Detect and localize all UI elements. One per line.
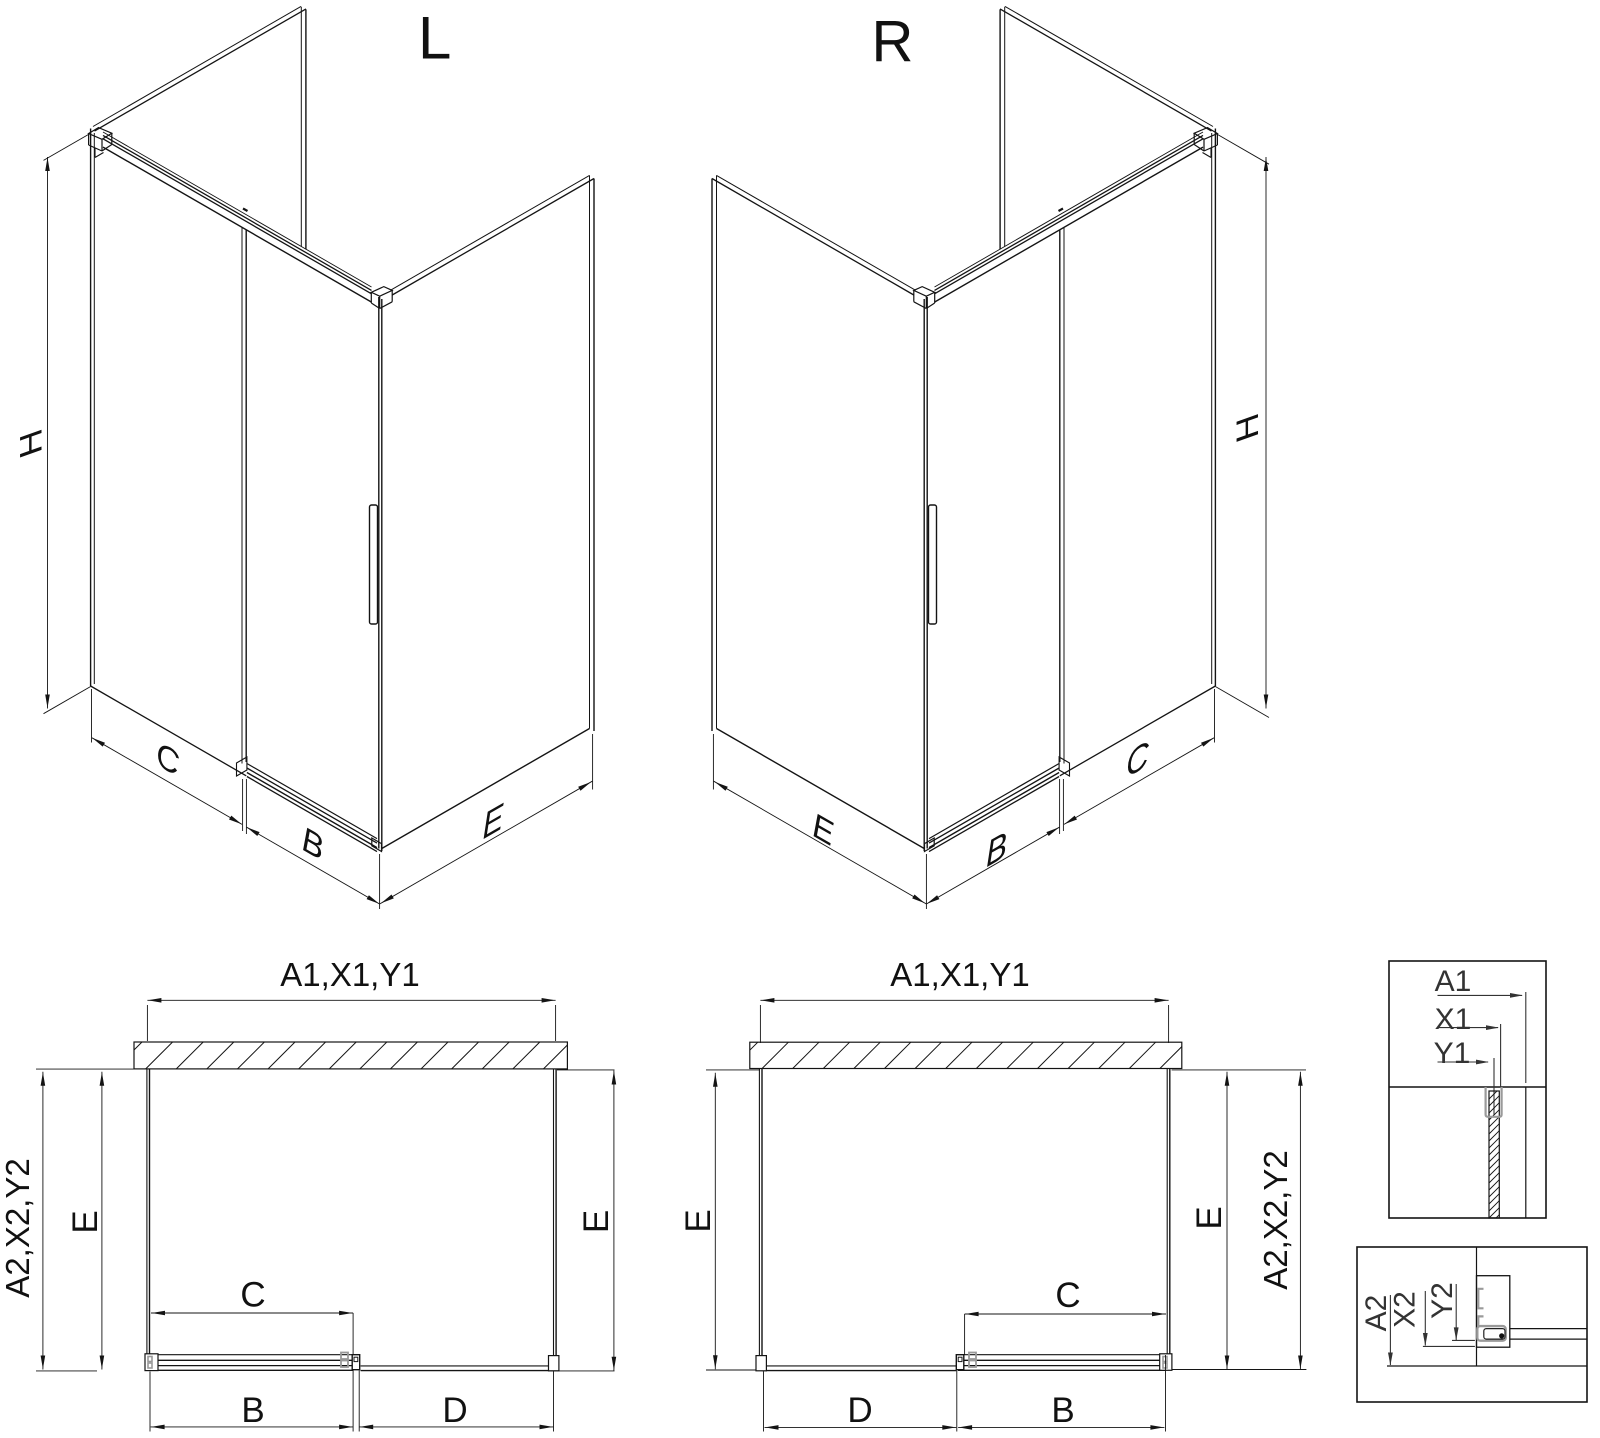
svg-text:Y2: Y2: [1426, 1282, 1459, 1319]
svg-text:C: C: [156, 731, 179, 786]
svg-text:A2: A2: [1360, 1295, 1393, 1332]
svg-text:D: D: [847, 1391, 872, 1430]
svg-text:X2: X2: [1389, 1291, 1422, 1328]
svg-text:B: B: [241, 1391, 264, 1430]
svg-text:A2,X2,Y2: A2,X2,Y2: [1257, 1150, 1294, 1289]
svg-text:E: E: [66, 1210, 105, 1233]
svg-text:E: E: [483, 794, 505, 848]
svg-text:A1,X1,Y1: A1,X1,Y1: [280, 956, 419, 993]
svg-text:A1,X1,Y1: A1,X1,Y1: [890, 956, 1029, 993]
svg-text:E: E: [679, 1209, 718, 1232]
svg-text:L: L: [418, 5, 451, 72]
svg-text:B: B: [302, 816, 323, 869]
svg-text:A1: A1: [1435, 965, 1472, 998]
svg-text:B: B: [986, 822, 1007, 875]
svg-text:B: B: [1051, 1391, 1074, 1430]
svg-text:E: E: [577, 1210, 616, 1233]
svg-text:C: C: [1126, 731, 1149, 786]
svg-text:E: E: [1190, 1206, 1229, 1229]
svg-text:Y1: Y1: [1434, 1037, 1471, 1070]
svg-text:C: C: [1055, 1276, 1080, 1315]
svg-text:E: E: [813, 803, 835, 857]
svg-text:C: C: [240, 1276, 265, 1315]
svg-text:A2,X2,Y2: A2,X2,Y2: [0, 1158, 36, 1297]
svg-text:D: D: [442, 1391, 467, 1430]
svg-text:X1: X1: [1435, 1003, 1472, 1036]
svg-text:R: R: [872, 9, 914, 74]
